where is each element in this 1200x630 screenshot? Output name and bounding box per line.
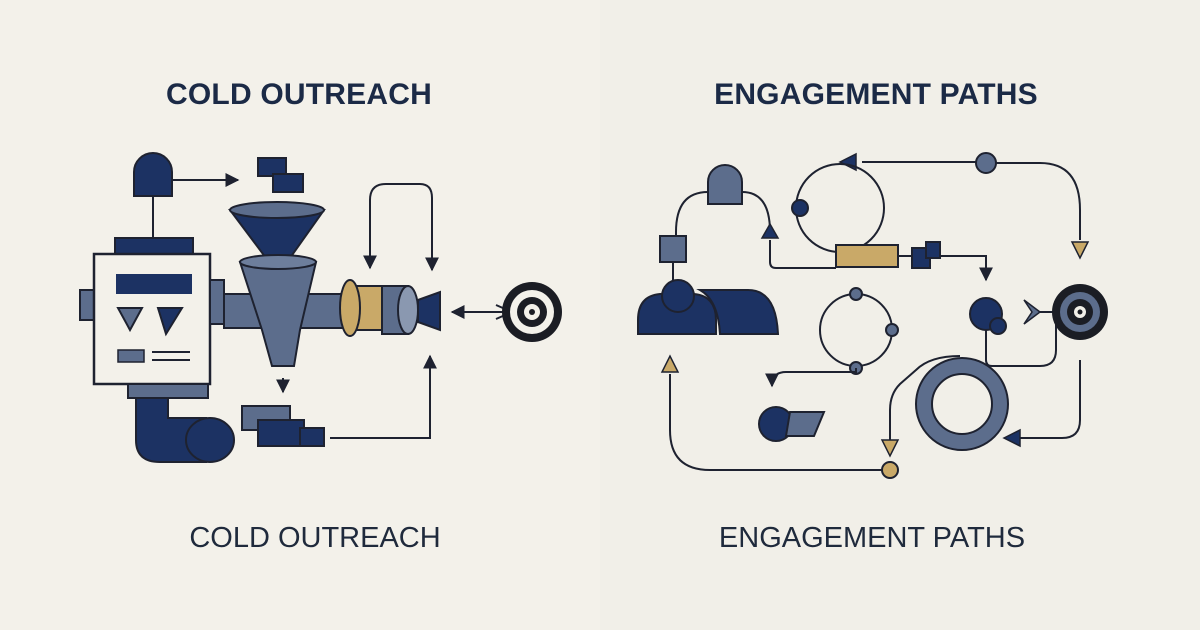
cold-outreach-caption: COLD OUTREACH bbox=[189, 522, 441, 554]
engagement-paths-panel: ENGAGEMENT PATHS bbox=[600, 0, 1200, 630]
engagement-paths-heading: ENGAGEMENT PATHS bbox=[714, 78, 1038, 111]
node-dot bbox=[885, 323, 899, 337]
nozzle-icon bbox=[417, 290, 441, 332]
target-icon bbox=[502, 282, 562, 342]
node-dot bbox=[975, 152, 997, 174]
cold-outreach-panel: COLD OUTREACH bbox=[79, 78, 562, 554]
message-block-icon bbox=[272, 173, 304, 193]
contact-head-icon bbox=[707, 164, 743, 205]
node-dot bbox=[849, 287, 863, 301]
cold-outreach-heading: COLD OUTREACH bbox=[166, 78, 432, 111]
engagement-paths-diagram bbox=[637, 152, 1108, 479]
engagement-paths-caption: ENGAGEMENT PATHS bbox=[718, 522, 1026, 554]
arrow-head-icon bbox=[880, 439, 900, 458]
machine-side-bar bbox=[79, 289, 95, 321]
flag-shape bbox=[784, 411, 826, 437]
message-block-icon bbox=[299, 427, 325, 447]
message-block-icon bbox=[925, 241, 941, 259]
target-icon bbox=[1052, 284, 1108, 340]
machine-side-bar bbox=[209, 279, 225, 325]
square-node bbox=[659, 235, 687, 263]
machine-top-bar bbox=[114, 237, 194, 255]
message-block-icon bbox=[257, 419, 305, 447]
arrow-head-icon bbox=[1023, 299, 1042, 325]
contact-head-icon bbox=[133, 152, 173, 197]
ring-icon bbox=[916, 358, 1008, 450]
machine-bottom-bar bbox=[127, 383, 209, 399]
arrow-head-icon bbox=[760, 222, 780, 239]
gold-bar bbox=[835, 244, 899, 268]
cold-outreach-diagram bbox=[79, 152, 562, 463]
triangle-icon bbox=[156, 307, 184, 337]
arrow-head-icon bbox=[1002, 428, 1021, 448]
document-panel bbox=[92, 252, 212, 386]
node-dot bbox=[881, 461, 899, 479]
pipe-end bbox=[185, 417, 235, 463]
arrow-head-icon bbox=[1070, 241, 1090, 260]
document-text-block bbox=[117, 349, 145, 363]
arrow-head-icon bbox=[660, 354, 680, 373]
node-dot bbox=[791, 199, 809, 217]
document-header-bar bbox=[116, 274, 192, 294]
flag-shape bbox=[696, 289, 780, 335]
triangle-icon bbox=[116, 307, 144, 333]
arrow-head-icon bbox=[838, 152, 857, 172]
